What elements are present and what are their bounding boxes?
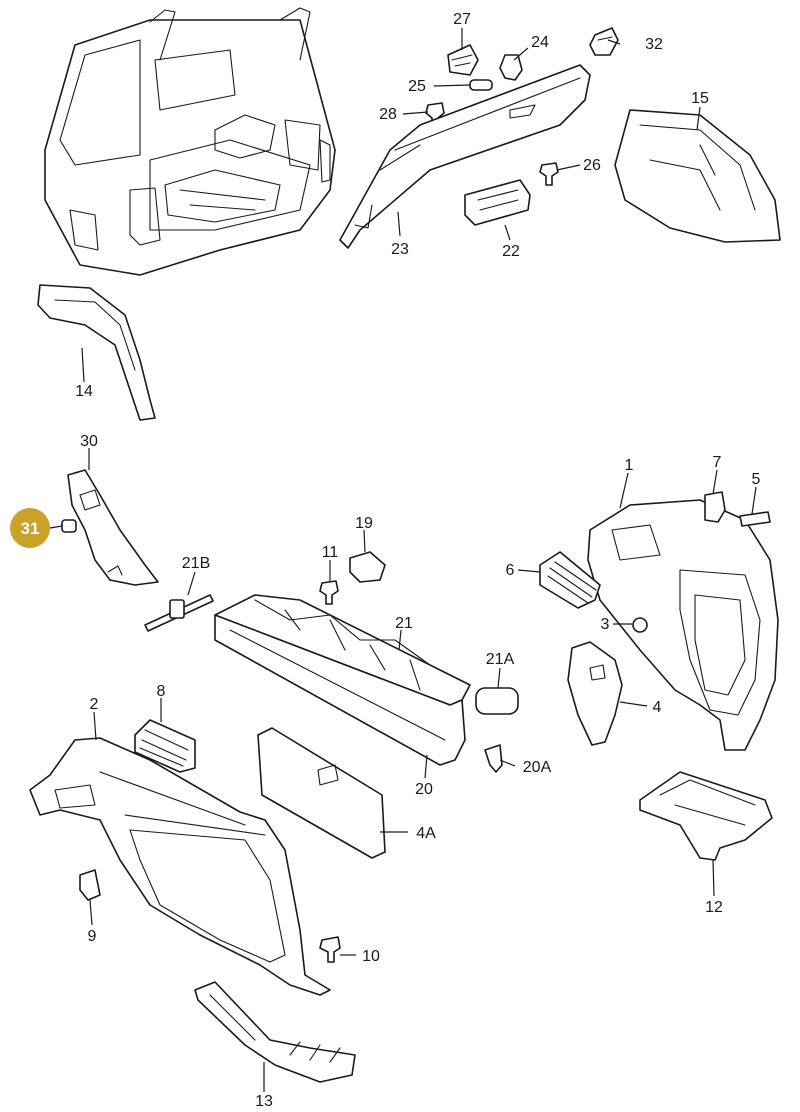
part-19-clip[interactable] [349, 551, 386, 583]
part-6-vent-grille[interactable] [539, 551, 601, 609]
label-22[interactable]: 22 [502, 243, 520, 260]
label-8[interactable]: 8 [157, 683, 166, 700]
part-13-sill-strip[interactable] [194, 981, 356, 1083]
part-21B-rod[interactable] [144, 594, 214, 632]
highlight-circle [10, 508, 50, 548]
label-15[interactable]: 15 [691, 90, 709, 107]
part-25-cap[interactable] [469, 79, 493, 91]
part-24-bracket[interactable] [499, 54, 523, 81]
part-20-cover-panel[interactable] [214, 614, 466, 766]
label-1[interactable]: 1 [625, 457, 634, 474]
label-20[interactable]: 20 [415, 781, 433, 798]
label-4[interactable]: 4 [653, 699, 662, 716]
label-23[interactable]: 23 [391, 241, 409, 258]
label-30[interactable]: 30 [80, 433, 98, 450]
part-20A-clip[interactable] [484, 744, 503, 773]
part-23-trim-panel[interactable] [339, 64, 591, 249]
label-11[interactable]: 11 [322, 544, 339, 561]
part-8-vent-grille[interactable] [134, 719, 196, 773]
part-9-clip[interactable] [79, 869, 101, 901]
label-2[interactable]: 2 [90, 696, 99, 713]
part-10-screw[interactable] [319, 936, 341, 963]
part-labels: 27 24 32 25 28 15 26 23 22 14 30 19 11 2… [75, 11, 760, 1110]
label-10[interactable]: 10 [362, 948, 380, 965]
part-27-clip[interactable] [447, 44, 479, 76]
label-32[interactable]: 32 [645, 36, 663, 53]
part-12-bracket[interactable] [639, 771, 773, 861]
label-14[interactable]: 14 [75, 383, 93, 400]
label-9[interactable]: 9 [88, 928, 97, 945]
highlight-label: 31 [21, 519, 40, 538]
part-26-screw[interactable] [539, 162, 559, 186]
label-25[interactable]: 25 [408, 78, 426, 95]
part-5-push-clip[interactable] [739, 511, 771, 527]
label-12[interactable]: 12 [705, 899, 723, 916]
label-4A[interactable]: 4A [416, 825, 436, 842]
part-15-corner-trim[interactable] [614, 109, 781, 243]
part-31-clip[interactable] [61, 519, 77, 533]
label-24[interactable]: 24 [531, 34, 549, 51]
label-27[interactable]: 27 [453, 11, 471, 28]
label-20A[interactable]: 20A [523, 759, 552, 776]
label-6[interactable]: 6 [506, 562, 515, 579]
part-32-clip[interactable] [589, 27, 619, 56]
label-21A[interactable]: 21A [486, 651, 515, 668]
label-5[interactable]: 5 [752, 471, 761, 488]
label-21[interactable]: 21 [395, 615, 413, 632]
part-4A-floor-cover[interactable] [257, 727, 386, 859]
highlight-badge-31[interactable]: 31 [10, 508, 50, 548]
label-13[interactable]: 13 [255, 1093, 273, 1110]
label-28[interactable]: 28 [379, 106, 397, 123]
part-3-nut[interactable] [632, 617, 648, 633]
part-1-quarter-trim[interactable] [587, 499, 779, 751]
part-7-clip[interactable] [704, 491, 726, 523]
label-19[interactable]: 19 [355, 515, 373, 532]
part-30-pillar-trim[interactable] [67, 469, 159, 586]
part-21A-pad[interactable] [475, 687, 519, 715]
label-26[interactable]: 26 [583, 157, 601, 174]
part-4-cover[interactable] [567, 641, 623, 746]
label-3[interactable]: 3 [601, 616, 610, 633]
vehicle-rear-illustration [44, 7, 336, 276]
part-11-screw[interactable] [319, 580, 339, 605]
part-14-pillar-trim[interactable] [37, 284, 156, 421]
part-2-quarter-trim[interactable] [29, 737, 331, 996]
label-21B[interactable]: 21B [182, 555, 210, 572]
part-22-handle[interactable] [464, 179, 531, 226]
leader-lines [49, 28, 757, 1092]
label-7[interactable]: 7 [713, 454, 722, 471]
